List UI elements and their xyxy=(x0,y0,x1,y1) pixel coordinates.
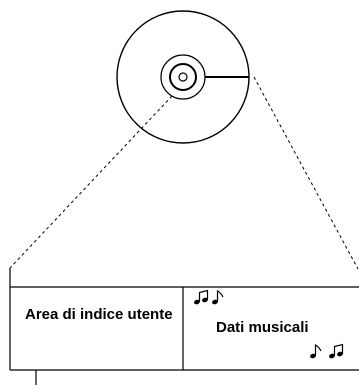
compact-disc xyxy=(116,10,250,144)
music-notes-icon xyxy=(194,289,224,305)
music-notes-icon xyxy=(310,343,344,359)
user-index-area-label: Area di indice utente xyxy=(25,306,173,323)
disc-hub-middle-ring xyxy=(169,63,197,91)
disc-hub-center-hole xyxy=(178,72,188,82)
disc-layout-box xyxy=(9,268,359,385)
zoom-line-right xyxy=(253,76,359,270)
zoom-guide-lines xyxy=(9,76,359,270)
music-data-label: Dati musicali xyxy=(216,319,309,336)
